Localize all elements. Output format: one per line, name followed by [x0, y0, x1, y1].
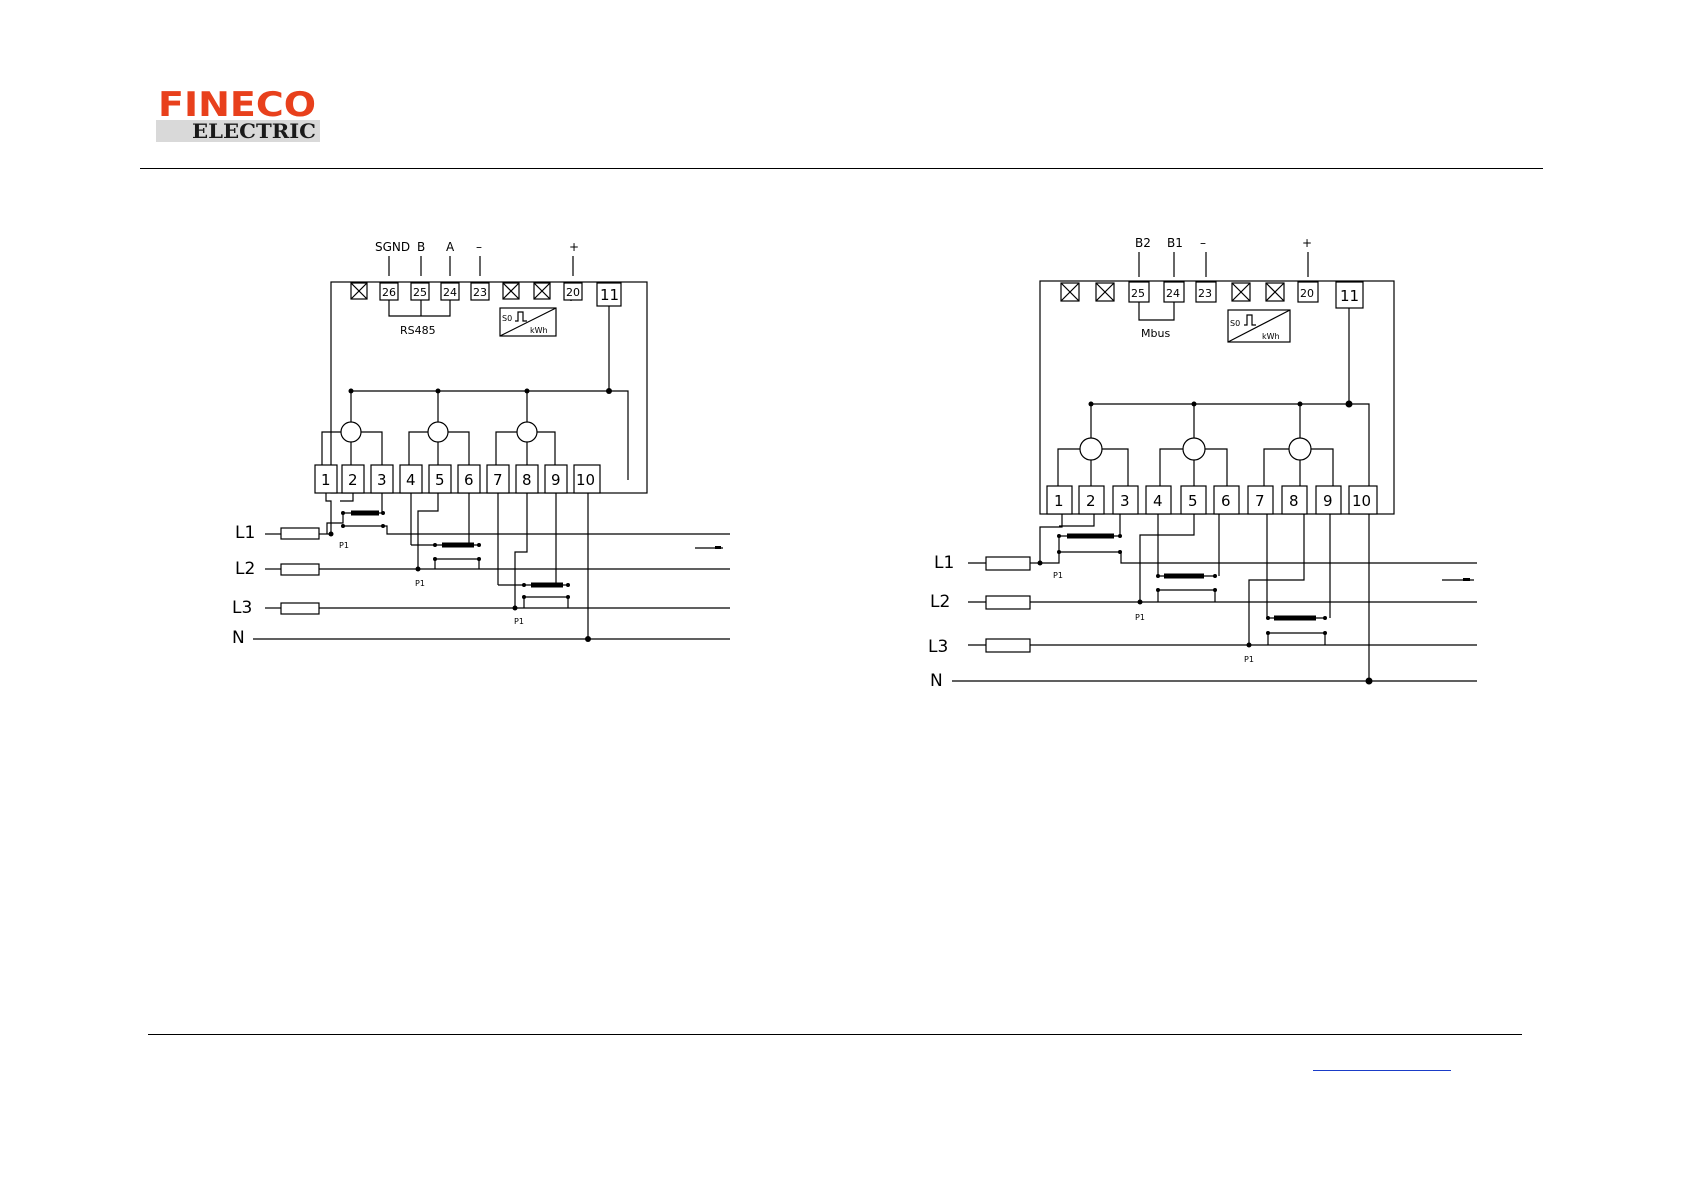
- terminal-24: 24: [1166, 287, 1180, 300]
- terminal-3: 3: [1120, 492, 1130, 510]
- s0-label: S0: [1230, 319, 1240, 328]
- header-divider: [140, 168, 1543, 169]
- p1-label: P1: [1135, 613, 1145, 622]
- blank-terminal: [1096, 283, 1114, 301]
- meter-housing: [1040, 281, 1394, 514]
- logo-line2: ELECTRIC: [192, 119, 316, 142]
- footer-link-underline[interactable]: [1313, 1070, 1451, 1071]
- fuse-l1: [281, 528, 319, 539]
- terminal-11: 11: [1340, 287, 1359, 305]
- kwh-label: kWh: [530, 326, 548, 335]
- blank-terminal: [1061, 283, 1079, 301]
- terminal-9: 9: [551, 471, 561, 489]
- terminal-4: 4: [406, 471, 416, 489]
- terminal-2: 2: [348, 471, 358, 489]
- terminal-7: 7: [493, 471, 503, 489]
- terminal-20: 20: [566, 286, 580, 299]
- label-b: B: [417, 240, 425, 254]
- terminal-1: 1: [1054, 492, 1064, 510]
- fineco-electric-logo: FINECO ELECTRIC: [156, 80, 320, 142]
- label-b2: B2: [1135, 236, 1151, 250]
- terminal-6: 6: [1221, 492, 1231, 510]
- fuse-l1: [986, 557, 1030, 570]
- terminal-9: 9: [1323, 492, 1333, 510]
- fuse-l2: [281, 564, 319, 575]
- p1-label: P1: [514, 617, 524, 626]
- s0-label: S0: [502, 314, 512, 323]
- fuse-l3: [986, 639, 1030, 652]
- terminal-2: 2: [1086, 492, 1096, 510]
- label-b1: B1: [1167, 236, 1183, 250]
- kwh-label: kWh: [1262, 332, 1280, 341]
- terminal-25: 25: [1131, 287, 1145, 300]
- line-label-l2: L2: [930, 592, 950, 612]
- s0-pulse-output: S0 kWh: [1228, 310, 1290, 342]
- blank-terminal: [1266, 283, 1284, 301]
- footer-divider: [148, 1034, 1522, 1035]
- bus-label-rs485: RS485: [400, 324, 436, 337]
- fuse-l3: [281, 603, 319, 614]
- label-sgnd: SGND: [375, 240, 410, 254]
- terminal-23: 23: [1198, 287, 1212, 300]
- p1-label: P1: [1244, 655, 1254, 664]
- blank-terminal: [1232, 283, 1250, 301]
- wiring-diagram-mbus: B2 B1 – + 25 24 23 20 11 Mbus S0 kWh: [922, 225, 1482, 695]
- terminal-8: 8: [1289, 492, 1299, 510]
- terminal-8: 8: [522, 471, 532, 489]
- line-label-l1: L1: [934, 553, 954, 573]
- meter-housing: [331, 282, 647, 493]
- terminal-23: 23: [473, 286, 487, 299]
- label-plus: +: [569, 240, 579, 254]
- terminal-10: 10: [1352, 492, 1371, 510]
- label-minus: –: [1200, 236, 1206, 250]
- terminal-20: 20: [1300, 287, 1314, 300]
- measuring-element-l1: [1058, 402, 1128, 501]
- terminal-25: 25: [413, 286, 427, 299]
- line-label-l2: L2: [235, 559, 255, 579]
- terminal-5: 5: [435, 471, 445, 489]
- line-label-n: N: [930, 671, 943, 691]
- terminal-11: 11: [600, 286, 619, 304]
- p1-label: P1: [415, 579, 425, 588]
- terminal-1: 1: [321, 471, 331, 489]
- measuring-element-l3: [1264, 402, 1333, 501]
- terminal-5: 5: [1188, 492, 1198, 510]
- terminal-7: 7: [1255, 492, 1265, 510]
- terminal-6: 6: [464, 471, 474, 489]
- measuring-element-l2: [1160, 402, 1227, 501]
- blank-terminal: [351, 283, 367, 299]
- line-label-l1: L1: [235, 523, 255, 543]
- label-plus: +: [1302, 236, 1312, 250]
- wiring-diagram-rs485: SGND B A – + 26 25 24 23 20 11 RS485 S0 …: [225, 230, 735, 650]
- line-label-l3: L3: [232, 598, 252, 618]
- blank-terminal: [534, 283, 550, 299]
- terminal-24: 24: [443, 286, 457, 299]
- blank-terminal: [503, 283, 519, 299]
- terminal-3: 3: [377, 471, 387, 489]
- line-label-n: N: [232, 628, 245, 648]
- fuse-l2: [986, 596, 1030, 609]
- label-minus: –: [476, 240, 482, 254]
- s0-pulse-output: S0 kWh: [500, 308, 556, 336]
- bus-label-mbus: Mbus: [1141, 327, 1170, 340]
- p1-label: P1: [339, 541, 349, 550]
- terminal-26: 26: [382, 286, 396, 299]
- terminal-10: 10: [576, 471, 595, 489]
- p1-label: P1: [1053, 571, 1063, 580]
- line-label-l3: L3: [928, 637, 948, 657]
- terminal-4: 4: [1153, 492, 1163, 510]
- label-a: A: [446, 240, 455, 254]
